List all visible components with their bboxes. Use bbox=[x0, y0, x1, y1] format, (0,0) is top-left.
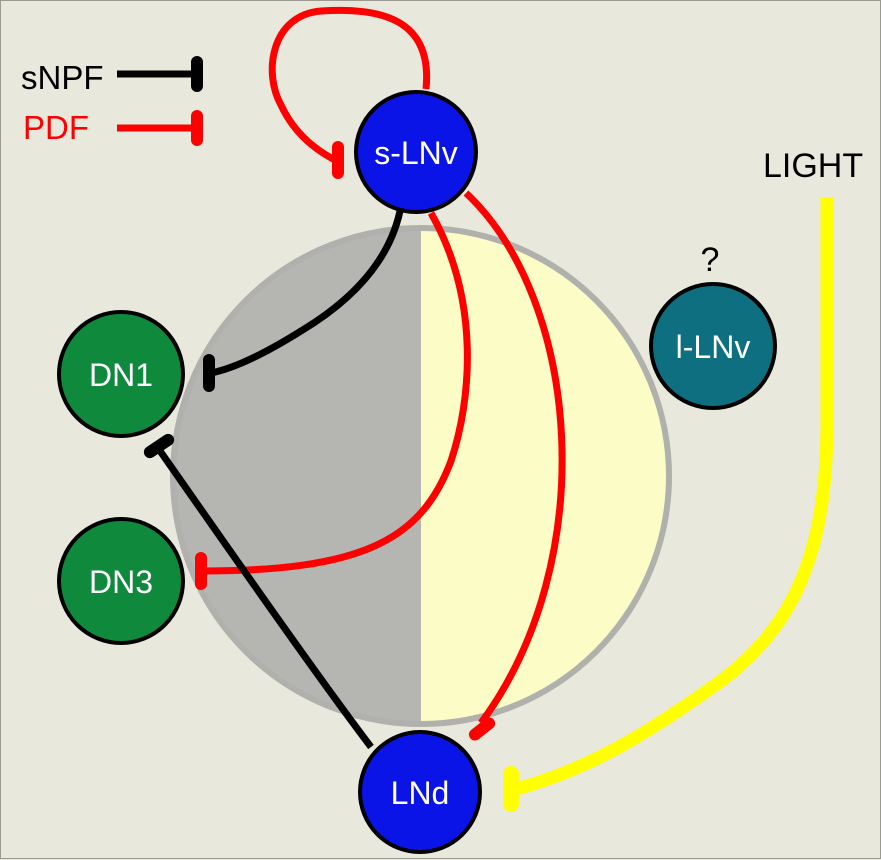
legend: sNPF PDF bbox=[21, 56, 203, 146]
snpf-slnv-to-dn1 bbox=[210, 205, 405, 377]
day-night-cycle bbox=[170, 225, 672, 727]
l-lnv-question-mark: ? bbox=[701, 241, 720, 279]
node-dn1-circle bbox=[57, 310, 185, 438]
node-dn1-label: DN1 bbox=[89, 357, 153, 393]
pdf-terminal-lnd bbox=[468, 717, 496, 741]
pdf-terminal-self bbox=[332, 141, 344, 179]
node-dn3-label: DN3 bbox=[89, 564, 153, 600]
node-lnd-label: LNd bbox=[391, 775, 450, 811]
light-path bbox=[514, 197, 834, 796]
node-l-lnv-circle bbox=[649, 282, 777, 410]
pdf-self-loop bbox=[268, 6, 431, 165]
snpf-terminals bbox=[143, 354, 215, 459]
pdf-connections bbox=[200, 6, 566, 726]
node-s-lnv-label: s-LNv bbox=[374, 135, 458, 171]
node-lnd: LNd bbox=[358, 730, 482, 854]
node-s-lnv-circle bbox=[354, 90, 478, 214]
pdf-slnv-to-lnd bbox=[463, 190, 566, 726]
light-input: LIGHT bbox=[503, 147, 863, 812]
node-lnd-circle bbox=[358, 730, 482, 854]
cycle-rim bbox=[170, 225, 672, 727]
snpf-connections bbox=[155, 205, 405, 750]
legend-label-snpf: sNPF bbox=[21, 59, 104, 96]
legend-bar-snpf bbox=[191, 56, 203, 92]
node-dn1: DN1 bbox=[57, 310, 185, 438]
light-terminal bbox=[503, 766, 519, 812]
legend-bar-pdf bbox=[191, 110, 203, 146]
light-label: LIGHT bbox=[763, 147, 863, 185]
pdf-slnv-to-dn3 bbox=[200, 211, 471, 575]
snpf-lnd-to-dn1 bbox=[155, 445, 374, 750]
node-l-lnv: ? l-LNv bbox=[649, 241, 777, 410]
node-dn3-circle bbox=[57, 517, 185, 645]
node-dn3: DN3 bbox=[57, 517, 185, 645]
node-l-lnv-label: l-LNv bbox=[676, 329, 751, 365]
snpf-terminal-dn1-b bbox=[143, 433, 175, 459]
snpf-terminal-dn1-a bbox=[203, 354, 215, 392]
node-s-lnv: s-LNv bbox=[354, 90, 478, 214]
pdf-terminals bbox=[195, 141, 496, 741]
pdf-terminal-dn3 bbox=[195, 552, 207, 590]
legend-label-pdf: PDF bbox=[23, 109, 89, 146]
day-half bbox=[421, 228, 669, 724]
